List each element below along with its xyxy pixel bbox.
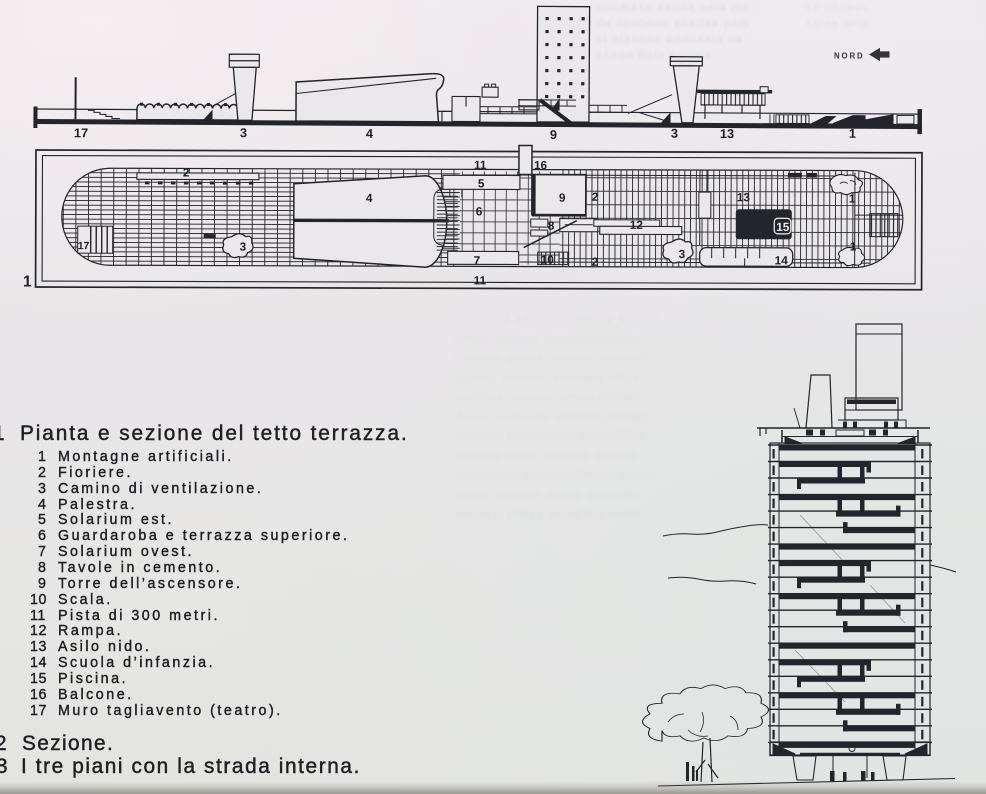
svg-text:5: 5: [478, 176, 485, 190]
svg-text:1: 1: [850, 240, 857, 254]
svg-text:3: 3: [240, 125, 247, 140]
svg-text:1: 1: [849, 192, 856, 206]
svg-text:10: 10: [541, 253, 555, 267]
svg-text:16: 16: [534, 158, 548, 172]
svg-text:8: 8: [548, 219, 555, 233]
svg-text:NORD: NORD: [834, 52, 865, 61]
svg-text:17: 17: [78, 240, 90, 252]
svg-text:11: 11: [474, 158, 487, 172]
svg-text:4: 4: [366, 191, 373, 205]
svg-text:1: 1: [849, 126, 856, 141]
svg-text:13: 13: [720, 126, 734, 141]
svg-text:13: 13: [737, 190, 751, 204]
svg-text:2: 2: [592, 190, 599, 204]
svg-text:1: 1: [23, 274, 32, 291]
svg-text:9: 9: [550, 127, 557, 142]
svg-text:3: 3: [679, 247, 686, 261]
svg-text:12: 12: [630, 218, 644, 232]
svg-text:14: 14: [775, 253, 789, 267]
svg-text:4: 4: [366, 126, 374, 141]
svg-text:7: 7: [474, 253, 481, 267]
svg-text:17: 17: [74, 125, 88, 140]
svg-text:9: 9: [559, 191, 566, 205]
svg-text:15: 15: [776, 220, 790, 234]
svg-text:3: 3: [671, 126, 678, 141]
svg-text:11: 11: [474, 273, 487, 287]
svg-text:2: 2: [183, 165, 190, 179]
svg-text:6: 6: [476, 204, 483, 218]
svg-text:2: 2: [592, 255, 599, 269]
svg-text:3: 3: [240, 240, 247, 254]
